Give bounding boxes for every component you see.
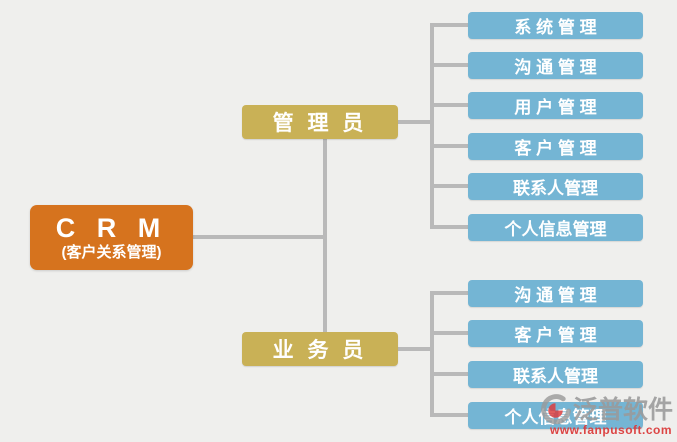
module-node-user-mgmt: 用 户 管 理 [468, 92, 643, 119]
connector-stub [430, 23, 468, 27]
connector-stub [430, 331, 468, 335]
connector-stub [430, 184, 468, 188]
module-node-customer-mgmt: 客 户 管 理 [468, 320, 643, 347]
crm-root-node: C R M (客户关系管理) [30, 205, 193, 270]
connector-stub [430, 103, 468, 107]
module-node-contact-mgmt: 联系人管理 [468, 361, 643, 388]
connector-roles-vertical [323, 139, 327, 332]
crm-title: C R M [55, 213, 168, 243]
connector-stub [430, 63, 468, 67]
module-node-contact-mgmt: 联系人管理 [468, 173, 643, 200]
connector-admin-bracket [430, 23, 434, 229]
connector-stub [430, 225, 468, 229]
connector-admin-horizontal [398, 120, 434, 124]
connector-sales-bracket [430, 291, 434, 417]
crm-subtitle: (客户关系管理) [61, 244, 162, 261]
connector-stub [430, 413, 468, 417]
sales-role-node: 业 务 员 [242, 332, 398, 366]
module-node-system-mgmt: 系 统 管 理 [468, 12, 643, 39]
module-node-communication-mgmt: 沟 通 管 理 [468, 280, 643, 307]
connector-crm-horizontal [193, 235, 327, 239]
connector-stub [430, 291, 468, 295]
connector-stub [430, 144, 468, 148]
module-node-communication-mgmt: 沟 通 管 理 [468, 52, 643, 79]
connector-stub [430, 372, 468, 376]
module-node-customer-mgmt: 客 户 管 理 [468, 133, 643, 160]
connector-sales-horizontal [398, 347, 434, 351]
module-node-personal-info-mgmt: 个人信息管理 [468, 402, 643, 429]
module-node-personal-info-mgmt: 个人信息管理 [468, 214, 643, 241]
admin-role-node: 管 理 员 [242, 105, 398, 139]
